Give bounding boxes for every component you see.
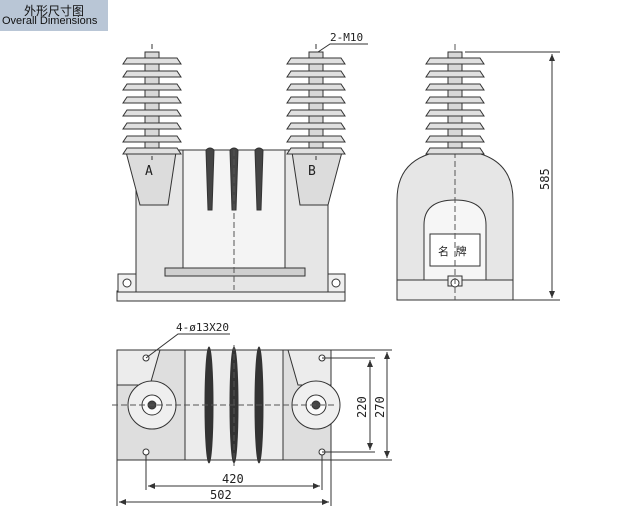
title-english: Overall Dimensions xyxy=(2,15,98,27)
terminal-a-label: A xyxy=(145,164,153,179)
left-insulator xyxy=(122,44,182,160)
hole-label: 4-ø13X20 xyxy=(176,321,229,334)
terminal-b-label: B xyxy=(308,164,316,179)
dim-502-label: 502 xyxy=(210,488,232,502)
dim-585-label: 585 xyxy=(538,168,552,190)
top-view xyxy=(112,333,392,506)
rib-3 xyxy=(254,147,264,211)
title-box: 外形尺寸图 Overall Dimensions xyxy=(0,0,108,31)
right-insulator xyxy=(286,44,346,160)
right-lug-hole xyxy=(331,278,341,288)
nameplate-label: 名 牌 xyxy=(438,244,467,258)
dim-270-label: 270 xyxy=(373,396,387,418)
dim-420-label: 420 xyxy=(222,472,244,486)
bolt-leader xyxy=(317,43,368,53)
front-flange xyxy=(164,267,306,277)
bolt-label: 2-M10 xyxy=(330,31,363,44)
right-horn xyxy=(291,151,343,206)
left-lug-hole xyxy=(122,278,132,288)
side-view xyxy=(396,44,560,301)
front-view xyxy=(116,43,368,302)
rib-1 xyxy=(205,147,215,211)
title-chinese: 外形尺寸图 xyxy=(24,4,85,18)
hole-leader xyxy=(145,333,230,359)
side-insulator xyxy=(425,51,485,155)
dim-220-label: 220 xyxy=(355,396,369,418)
